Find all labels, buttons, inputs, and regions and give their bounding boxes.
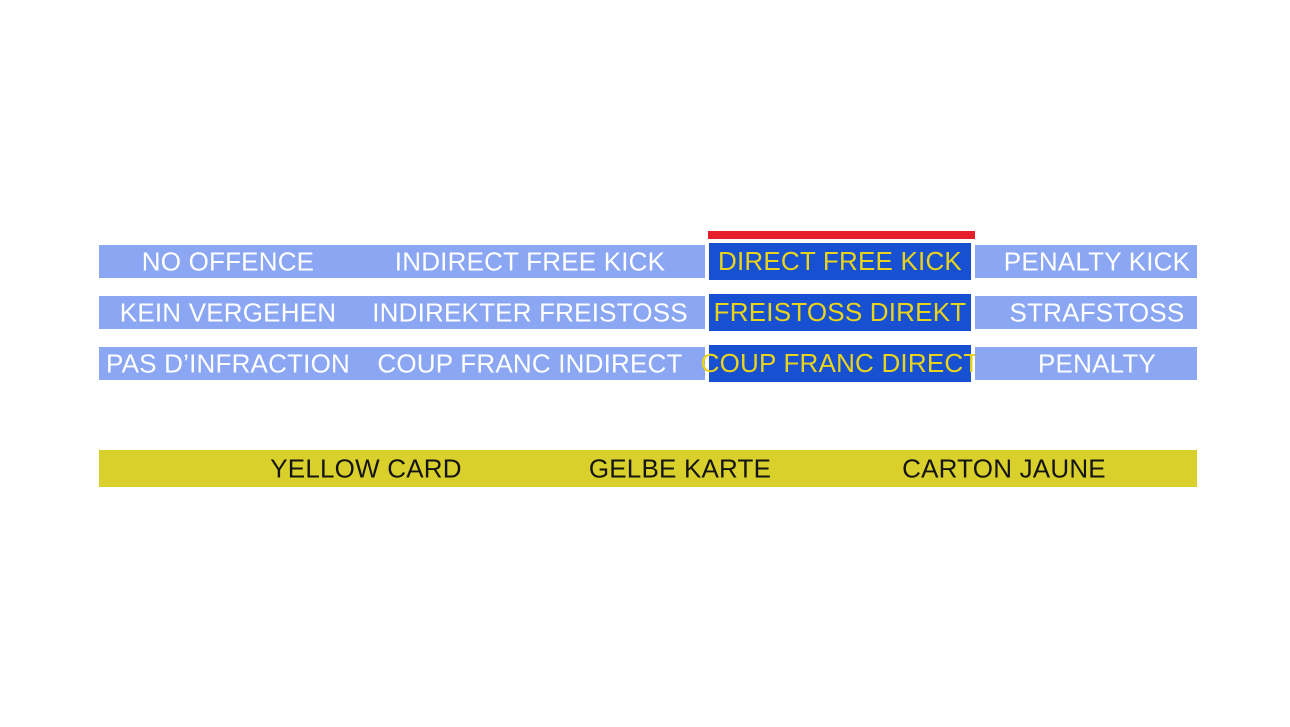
- option-indirect-free-kick-en[interactable]: INDIRECT FREE KICK: [394, 246, 666, 276]
- option-direct-free-kick-de-selected[interactable]: FREISTOSS DIREKT: [709, 294, 971, 331]
- option-penalty-kick-fr-label: PENALTY: [1038, 348, 1156, 378]
- sanction-label-yellow-card-de: GELBE KARTE: [588, 453, 772, 483]
- option-indirect-free-kick-fr[interactable]: COUP FRANC INDIRECT: [377, 348, 683, 378]
- option-penalty-kick-fr[interactable]: PENALTY: [975, 347, 1197, 380]
- answer-row-french: PAS D’INFRACTION COUP FRANC INDIRECT: [99, 347, 705, 380]
- option-direct-free-kick-en-selected[interactable]: DIRECT FREE KICK: [709, 243, 971, 280]
- sanction-label-yellow-card-en: YELLOW CARD: [270, 453, 462, 483]
- option-direct-free-kick-fr-selected[interactable]: COUP FRANC DIRECT: [701, 345, 979, 382]
- selected-answer-indicator-bar: [708, 231, 975, 239]
- answer-row-german: KEIN VERGEHEN INDIREKTER FREISTOSS: [99, 296, 705, 329]
- option-no-offence-fr[interactable]: PAS D’INFRACTION: [106, 348, 350, 378]
- option-no-offence-de[interactable]: KEIN VERGEHEN: [119, 297, 337, 327]
- option-penalty-kick-en-label: PENALTY KICK: [1003, 246, 1191, 276]
- option-direct-free-kick-en-label: DIRECT FREE KICK: [718, 246, 962, 276]
- option-penalty-kick-de-label: STRAFSTOSS: [1009, 297, 1185, 327]
- option-direct-free-kick-fr-label: COUP FRANC DIRECT: [700, 348, 980, 378]
- option-penalty-kick-en[interactable]: PENALTY KICK: [975, 245, 1197, 278]
- option-direct-free-kick-de-label: FREISTOSS DIREKT: [713, 297, 967, 327]
- sanction-yellow-card-bar[interactable]: YELLOW CARD GELBE KARTE CARTON JAUNE: [99, 450, 1197, 487]
- option-penalty-kick-de[interactable]: STRAFSTOSS: [975, 296, 1197, 329]
- sanction-label-yellow-card-fr: CARTON JAUNE: [902, 453, 1106, 483]
- option-no-offence-en[interactable]: NO OFFENCE: [141, 246, 315, 276]
- answer-row-english: NO OFFENCE INDIRECT FREE KICK: [99, 245, 705, 278]
- option-indirect-free-kick-de[interactable]: INDIREKTER FREISTOSS: [372, 297, 688, 327]
